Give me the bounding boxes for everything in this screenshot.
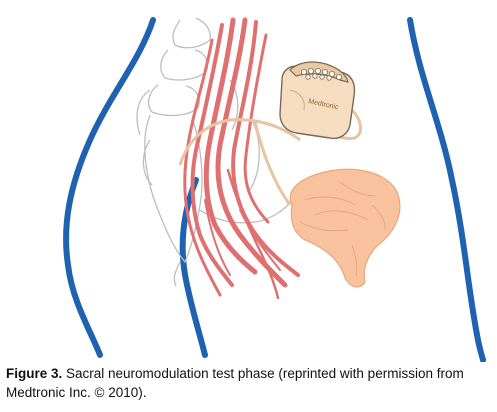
sacral-neuromodulation-illustration: Medtronic [63,17,486,362]
caption-label: Figure 3. [6,366,63,381]
neurostimulator-device: Medtronic [279,61,356,140]
body-outline-left [63,17,156,358]
vertebra-1 [172,17,211,49]
body-outline-right [407,17,486,362]
body-outline-inner [179,177,208,358]
iliac-left [136,89,153,186]
figure-caption: Figure 3. Sacral neuromodulation test ph… [6,364,492,402]
vertebra-2 [160,49,209,81]
body-outline [63,17,486,362]
sacral-nerves [183,17,300,300]
vertebra-3 [147,84,200,117]
bladder-body [289,168,401,288]
caption-text: Sacral neuromodulation test phase (repri… [6,366,464,400]
device-connector-ports [300,68,342,81]
coccyx [173,261,181,287]
sacrum [144,114,203,264]
bladder [289,168,401,288]
